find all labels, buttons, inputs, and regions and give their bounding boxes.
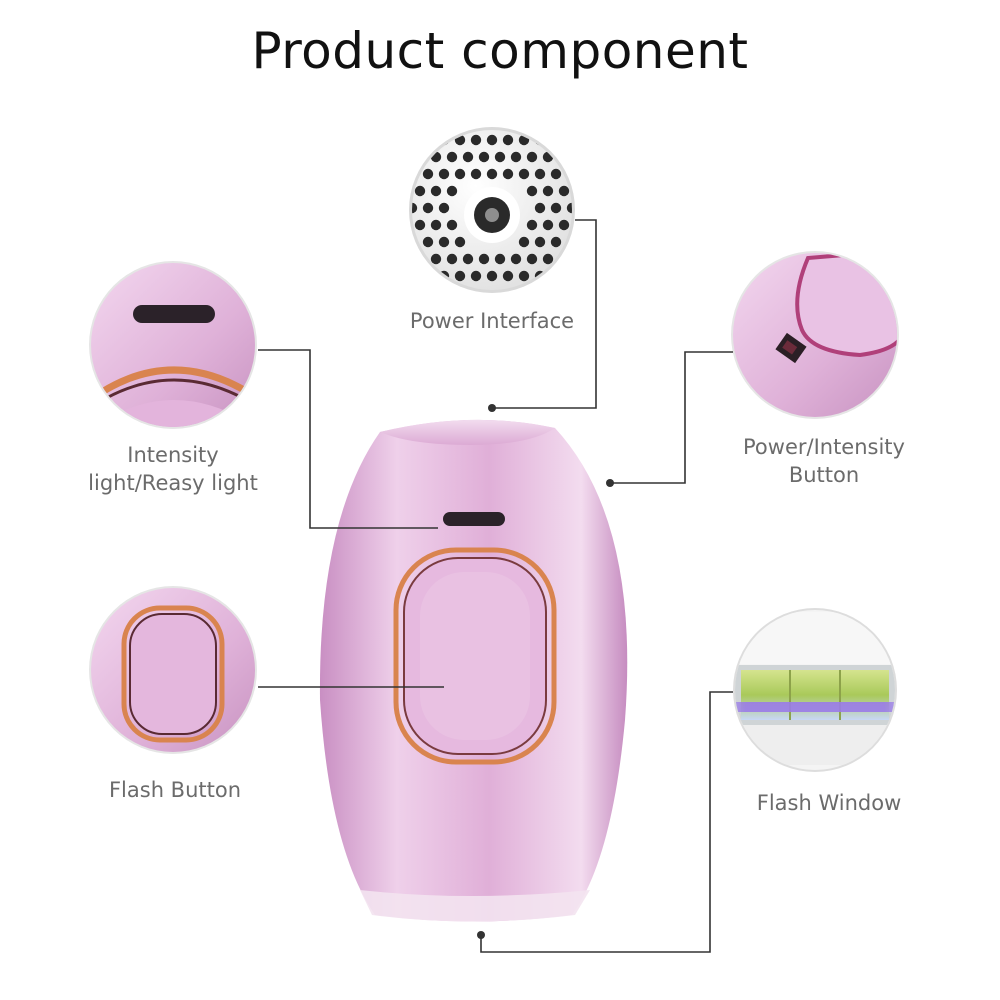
- vent-hole: [550, 202, 562, 214]
- vent-hole: [526, 219, 538, 231]
- vent-hole: [550, 134, 562, 146]
- vent-hole: [478, 151, 490, 163]
- vent-hole: [542, 253, 554, 265]
- vent-hole: [575, 220, 585, 230]
- vent-hole: [534, 202, 546, 214]
- vent-hole: [558, 151, 570, 163]
- vent-hole: [542, 185, 554, 197]
- power-button-detail: [731, 251, 899, 419]
- vent-hole: [438, 202, 450, 214]
- vent-hole: [534, 236, 546, 248]
- vent-hole: [486, 270, 498, 282]
- device-intensity-light: [443, 512, 505, 526]
- leader-flash-window: [480, 691, 733, 953]
- label-flash-button: Flash Button: [108, 778, 242, 802]
- vent-hole: [470, 168, 482, 180]
- device-flash-button: [393, 547, 557, 765]
- vent-hole: [502, 134, 514, 146]
- vent-hole: [575, 152, 585, 162]
- vent-hole: [494, 253, 506, 265]
- vent-hole: [502, 270, 514, 282]
- vent-hole: [412, 134, 418, 146]
- leader-dots: [477, 404, 614, 939]
- vent-hole: [486, 168, 498, 180]
- vent-hole: [566, 134, 572, 146]
- vent-hole: [422, 168, 434, 180]
- dot-power-button: [606, 479, 614, 487]
- vent-hole: [510, 253, 522, 265]
- vent-hole: [430, 219, 442, 231]
- vent-hole: [414, 219, 426, 231]
- leader-intensity-light: [258, 349, 438, 529]
- vent-hole: [446, 151, 458, 163]
- vent-hole: [462, 253, 474, 265]
- vent-hole: [566, 270, 572, 282]
- vent-hole: [486, 134, 498, 146]
- leader-lines: [258, 219, 733, 953]
- vent-hole: [470, 270, 482, 282]
- label-power-interface: Power Interface: [409, 309, 575, 333]
- label-intensity-light: Intensity light/Reasy light: [88, 443, 258, 495]
- vent-hole: [422, 134, 434, 146]
- vent-hole: [454, 168, 466, 180]
- vent-hole: [542, 219, 554, 231]
- page-title: Product component: [251, 22, 749, 80]
- vent-hole: [575, 186, 585, 196]
- vent-hole: [526, 253, 538, 265]
- vent-hole: [422, 270, 434, 282]
- dot-power-interface: [488, 404, 496, 412]
- vent-hole: [446, 253, 458, 265]
- power-interface-detail: [409, 127, 585, 293]
- vent-hole: [412, 270, 418, 282]
- vent-hole: [518, 236, 530, 248]
- vent-hole: [470, 134, 482, 146]
- vent-hole: [575, 254, 585, 264]
- vent-hole: [550, 168, 562, 180]
- vent-hole: [412, 202, 418, 214]
- vent-hole: [494, 151, 506, 163]
- vent-hole: [430, 185, 442, 197]
- vent-hole: [478, 253, 490, 265]
- vent-hole: [462, 151, 474, 163]
- vent-hole: [430, 253, 442, 265]
- vent-hole: [510, 151, 522, 163]
- vent-hole: [438, 168, 450, 180]
- intensity-light-detail: [89, 261, 257, 429]
- leader-power-interface: [492, 219, 597, 409]
- flash-window-detail: [733, 608, 897, 772]
- vent-hole: [438, 236, 450, 248]
- vent-hole: [526, 151, 538, 163]
- vent-hole: [526, 185, 538, 197]
- vent-hole: [534, 168, 546, 180]
- vent-hole: [446, 219, 458, 231]
- vent-hole: [550, 236, 562, 248]
- vent-hole: [502, 168, 514, 180]
- vent-hole: [422, 202, 434, 214]
- vent-hole: [454, 236, 466, 248]
- flash-button-detail: [89, 586, 257, 754]
- leader-power-button: [610, 351, 733, 484]
- vent-hole: [558, 219, 570, 231]
- dot-flash-window: [477, 931, 485, 939]
- vent-hole: [414, 185, 426, 197]
- vent-hole: [446, 185, 458, 197]
- vent-hole: [518, 168, 530, 180]
- label-power-button: Power/Intensity Button: [743, 435, 905, 487]
- vent-hole: [454, 270, 466, 282]
- vent-hole: [550, 270, 562, 282]
- vent-hole: [422, 236, 434, 248]
- label-flash-window: Flash Window: [756, 791, 902, 815]
- vent-hole: [414, 151, 426, 163]
- vent-hole: [518, 270, 530, 282]
- vent-hole: [558, 185, 570, 197]
